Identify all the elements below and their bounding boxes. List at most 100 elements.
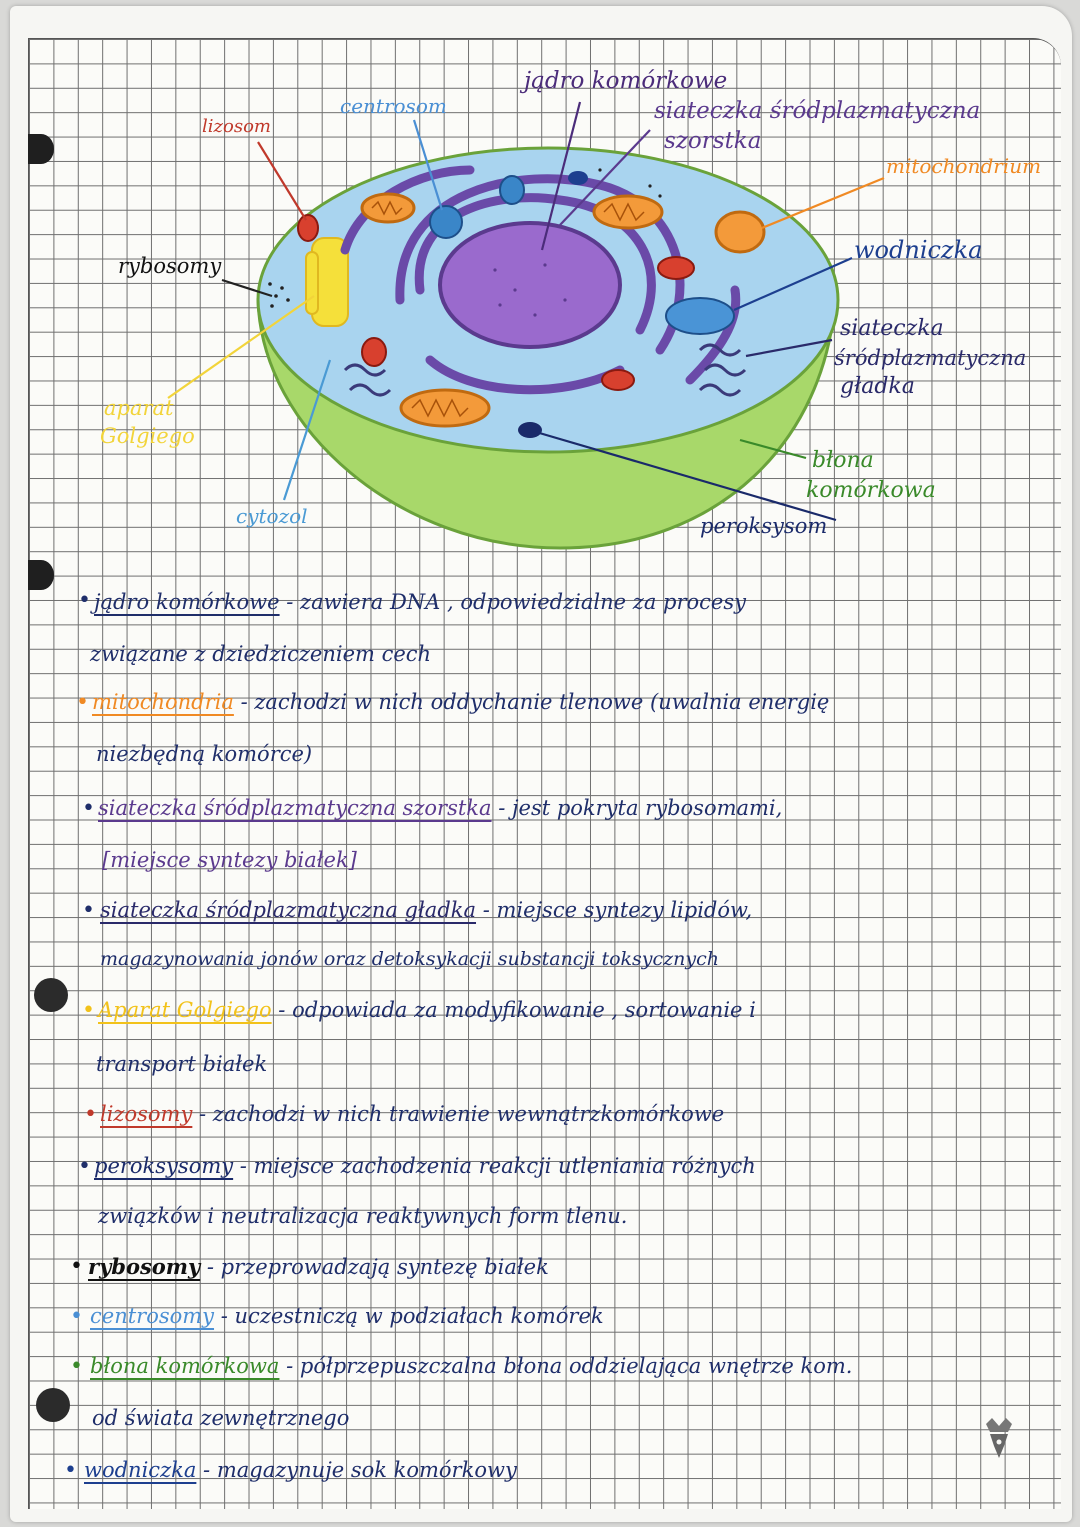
leader-rough-er [559,129,651,226]
note-term: błona komórkowa [90,1354,280,1378]
note-text: przeprowadzają syntezę białek [220,1255,549,1279]
note-text: uczestniczą w podziałach komórek [234,1304,604,1328]
note-item: jądro komórkowe - zawiera DNA , odpowied… [94,592,746,613]
note-separator: - [271,998,293,1022]
note-term: mitochondria [92,690,234,714]
vacuole-large [665,297,735,335]
note-text: jest pokryta rybosomami, [512,796,783,820]
bullet: • [82,898,95,923]
label-peroksysom: peroksysom [700,514,828,538]
label-membrane-1: błona [812,448,874,473]
vacuole [499,175,525,205]
bullet: • [82,998,95,1023]
note-term: peroksysomy [94,1154,234,1178]
label-cytozol: cytozol [236,504,308,528]
note-separator: - [192,1102,213,1126]
binder-hole [36,1388,70,1422]
peroxisome [518,422,542,438]
pen-nib-logo-icon [986,1418,1012,1458]
lysosomes [297,214,695,391]
bullet: • [82,796,95,821]
note-separator: - [233,690,255,714]
label-mitochondrium: mitochondrium [886,154,1042,178]
label-golgi-2: Golgiego [100,424,195,448]
small-vacuole [568,171,588,185]
label-membrane-2: komórkowa [806,478,936,503]
note-term: Aparat Golgiego [98,998,272,1022]
leader-wodniczka [733,256,853,312]
bullet: • [70,1254,83,1279]
note-text-cont: niezbędną komórce) [96,742,313,766]
note-text-cont: związane z dziedziczeniem cech [90,642,432,666]
leader-centrosom [412,119,444,211]
note-text-cont: [miejsce syntezy białek] [102,848,357,872]
leader-lizosom [257,141,307,221]
note-text: miejsce syntezy lipidów, [496,898,753,922]
note-text-cont: od świata zewnętrznego [92,1406,350,1430]
note-separator: - [196,1458,217,1482]
note-item: siateczka śródplazmatyczna gładka - miej… [100,900,752,921]
leader-mitochondrium [761,176,885,230]
bullet: • [70,1304,83,1329]
nucleus-dots [493,263,567,317]
note-text: odpowiada za modyfikowanie , sortowanie … [292,998,756,1022]
leader-nucleus [540,101,582,251]
note-item: błona komórkowa - półprzepuszczalna błon… [90,1356,852,1377]
note-term: jądro komórkowe [94,590,280,614]
note-term: wodniczka [84,1458,197,1482]
note-separator: - [491,796,512,820]
note-text: zawiera DNA , odpowiedzialne za procesy [300,590,746,614]
leader-membrane [739,438,807,460]
leader-cytozol [282,359,332,501]
note-item: Aparat Golgiego - odpowiada za modyfikow… [98,1000,756,1021]
note-term: rybosomy [88,1254,201,1279]
note-text-cont: związków i neutralizacja reaktywnych for… [98,1204,628,1228]
leader-rybosomy [221,278,273,298]
note-separator: - [279,1354,300,1378]
note-text-cont: magazynowania jonów oraz detoksykacji su… [100,948,720,970]
bullet: • [64,1458,77,1483]
leader-golgi [167,295,315,399]
note-text: miejsce zachodzenia reakcji utleniania r… [253,1154,756,1178]
bullet: • [76,690,89,715]
note-text: magazynuje sok komórkowy [216,1458,517,1482]
leader-smooth-er [745,338,833,358]
binder-hole [34,978,68,1012]
bullet: • [78,588,91,613]
note-term: siateczka śródplazmatyczna gładka [100,898,477,922]
label-centrosom: centrosom [340,94,447,118]
leader-peroksysom [535,430,837,522]
note-text: półprzepuszczalna błona oddzielająca wnę… [299,1354,853,1378]
animal-cell-diagram [167,101,885,550]
note-item: centrosomy - uczestniczą w podziałach ko… [90,1306,604,1327]
label-rybosomy: rybosomy [118,254,222,278]
ribosome-dots [268,168,662,308]
mitochondria [360,192,766,428]
note-term: centrosomy [90,1304,215,1328]
bullet: • [78,1154,91,1179]
golgi-apparatus [305,237,349,327]
note-item: mitochondria - zachodzi w nich oddychani… [92,692,829,713]
smooth-er [343,343,747,397]
nucleus [438,221,622,349]
note-item: wodniczka - magazynuje sok komórkowy [84,1460,517,1481]
mitochondria-cristae [371,200,645,418]
label-lizosom: lizosom [202,116,271,137]
label-smooth-er-2: śródplazmatyczna [834,346,1027,370]
note-separator: - [233,1154,254,1178]
note-separator: - [214,1304,235,1328]
note-text: zachodzi w nich oddychanie tlenowe (uwal… [254,690,830,714]
note-term: lizosomy [100,1102,193,1126]
note-item: lizosomy - zachodzi w nich trawienie wew… [100,1104,724,1125]
binder-hole [28,560,54,590]
note-text-cont: transport białek [96,1052,268,1076]
label-rough-er-2: szorstka [664,128,762,154]
label-nucleus: jądro komórkowe [524,68,728,94]
label-smooth-er-1: siateczka [840,316,944,341]
note-item: siateczka śródplazmatyczna szorstka - je… [98,798,782,819]
label-golgi-1: aparat [104,396,174,420]
note-text: zachodzi w nich trawienie wewnątrzkomórk… [212,1102,725,1126]
bullet: • [84,1102,97,1127]
binder-hole [28,134,54,164]
note-term: siateczka śródplazmatyczna szorstka [98,796,492,820]
